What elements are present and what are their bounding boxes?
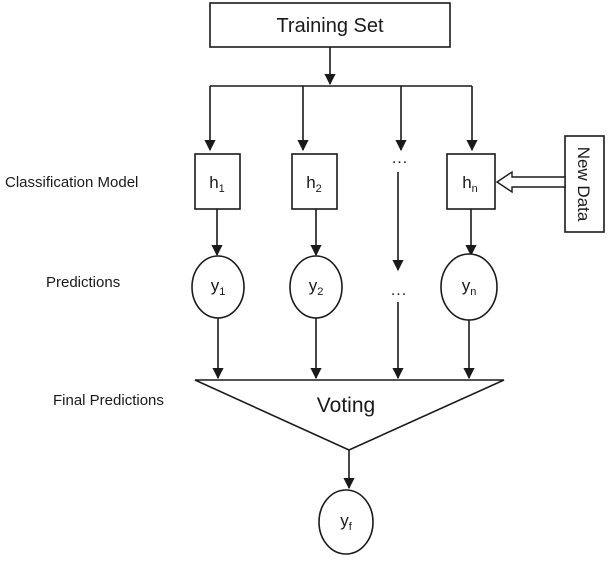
new-data-hollow-arrow: [495, 170, 566, 194]
new-data-label: New Data: [574, 147, 593, 222]
final-prediction-node: yf: [318, 489, 374, 555]
model-ellipsis: ...: [392, 150, 408, 167]
predictions-label: Predictions: [46, 274, 120, 291]
final-prediction-label: yf: [340, 511, 353, 533]
final-predictions-label: Final Predictions: [53, 392, 164, 409]
model-box-hn: hn: [446, 153, 496, 210]
prediction-node-y2: y2: [289, 255, 343, 319]
prediction-to-voting-arrows: [212, 318, 475, 380]
model-label-h1: h1: [209, 173, 225, 195]
model-box-h1: h1: [194, 153, 241, 210]
training-set-label: Training Set: [276, 15, 384, 37]
model-box-h2: h2: [291, 153, 338, 210]
prediction-label-y2: y2: [309, 276, 324, 298]
prediction-node-yn: yn: [440, 253, 498, 321]
model-to-prediction-arrows: [211, 209, 477, 257]
training-set-node: Training Set: [209, 2, 451, 48]
prediction-label-y1: y1: [211, 276, 226, 298]
prediction-ellipsis: ...: [391, 282, 407, 299]
prediction-node-y1: y1: [191, 255, 245, 319]
voting-label: Voting: [317, 394, 375, 417]
distribution-connectors: [204, 47, 478, 152]
classification-model-label: Classification Model: [5, 174, 138, 191]
voting-node: Voting: [194, 379, 505, 451]
model-label-h2: h2: [306, 173, 322, 195]
model-label-hn: hn: [462, 173, 478, 195]
new-data-node: New Data: [564, 135, 605, 233]
prediction-label-yn: yn: [462, 276, 477, 298]
